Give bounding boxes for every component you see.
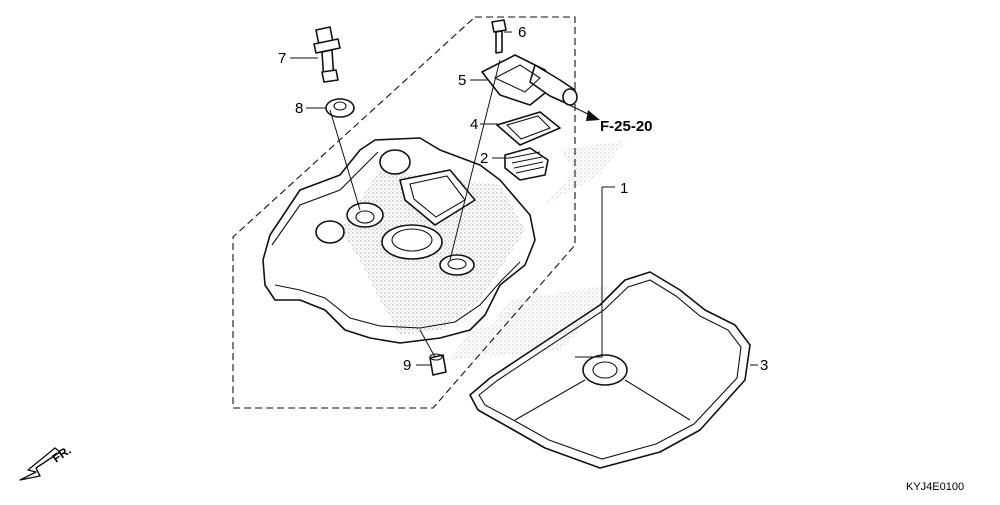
leader-lines xyxy=(290,31,758,366)
cylinder-head-cover xyxy=(262,137,536,344)
breather-joint xyxy=(481,54,578,106)
callout-1: 1 xyxy=(620,180,628,197)
callout-5: 5 xyxy=(458,72,466,89)
assembly-boundary xyxy=(232,16,576,409)
reference-label[interactable]: F-25-20 xyxy=(600,118,653,135)
breather-gasket xyxy=(496,111,561,146)
seal-washer xyxy=(325,98,355,118)
drawing-code: KYJ4E0100 xyxy=(906,481,964,493)
front-arrow: FR. xyxy=(19,443,74,481)
breather-element xyxy=(504,147,549,181)
watermark-wing xyxy=(450,140,625,360)
callout-3: 3 xyxy=(760,357,768,374)
callout-9: 9 xyxy=(403,357,411,374)
head-cover-gasket xyxy=(469,271,751,469)
front-label: FR. xyxy=(50,443,74,466)
callout-6: 6 xyxy=(518,24,526,41)
callout-8: 8 xyxy=(295,100,303,117)
callout-7: 7 xyxy=(278,50,286,67)
callout-4: 4 xyxy=(470,116,478,133)
dowel-pin xyxy=(429,353,447,376)
callout-2: 2 xyxy=(480,150,488,167)
bolt-small xyxy=(491,19,507,54)
bolt-long xyxy=(313,26,341,83)
